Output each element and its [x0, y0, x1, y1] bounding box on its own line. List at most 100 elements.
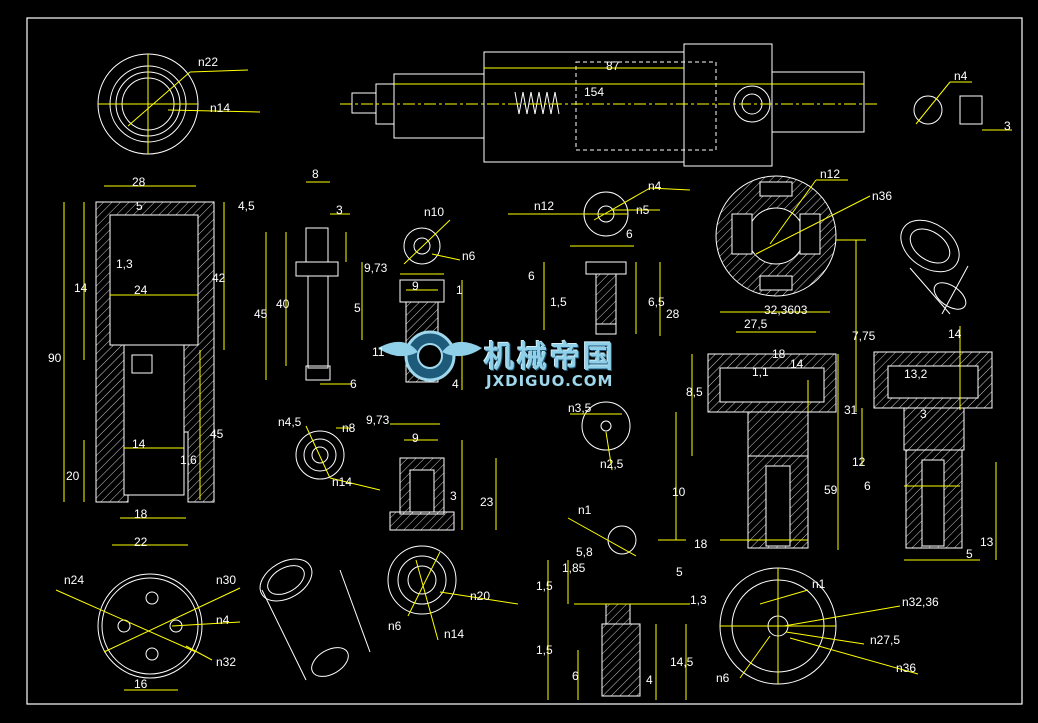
dim-6-right: 6: [864, 479, 871, 493]
dim-14b-sleeve: 14: [132, 437, 146, 451]
dim-6b-mid: 6: [572, 669, 579, 683]
dim-20-sleeve: 20: [66, 469, 80, 483]
assembly-top: [340, 43, 880, 167]
dim-9-upper: 9: [412, 279, 419, 293]
dim-1_85: 1,85: [562, 561, 586, 575]
sleeve-section: [63, 185, 225, 546]
drawing-border: [26, 17, 1023, 705]
dim-6-mid: 6: [528, 269, 535, 283]
dim-90: 90: [48, 351, 62, 365]
iso-view-bottom-left: [259, 558, 371, 681]
dim-n4-mid: n4: [648, 179, 662, 193]
right-section-large: [675, 240, 857, 550]
dim-23: 23: [480, 495, 494, 509]
dim-13_2: 13,2: [904, 367, 928, 381]
watermark-logo-icon: [378, 330, 482, 382]
circle-n1-small: [567, 517, 686, 557]
dim-n6-lower: n6: [388, 619, 402, 633]
dim-n32_36: n32,36: [902, 595, 939, 609]
dim-9-lower: 9: [412, 431, 419, 445]
mid-small-pin: [547, 560, 690, 700]
dim-3-pin: 3: [336, 203, 343, 217]
dim-n20: n20: [470, 589, 491, 603]
circle-n8: [295, 425, 381, 491]
dim-n8: n8: [342, 421, 356, 435]
dim-28-mid: 28: [666, 307, 680, 321]
dim-3-lower: 3: [450, 489, 457, 503]
dim-n6-top: n6: [462, 249, 476, 263]
dim-n5: n5: [636, 203, 650, 217]
dim-14-sleeve: 14: [74, 281, 88, 295]
dim-6-pin: 6: [350, 377, 357, 391]
right-section-small: [861, 326, 997, 561]
dim-14-far-right: 14: [948, 327, 962, 341]
dim-3-top: 3: [1004, 119, 1011, 133]
dim-n4-bl: n4: [216, 613, 230, 627]
dim-5-sleeve: 5: [136, 199, 143, 213]
pin-part: [265, 181, 352, 385]
dim-n36b: n36: [896, 661, 917, 675]
dim-1_5c-mid: 1,5: [536, 643, 553, 657]
mid-spring-part: [543, 245, 661, 336]
dim-9_73-lower: 9,73: [366, 413, 390, 427]
dim-4-mid: 4: [646, 673, 653, 687]
dim-n24: n24: [64, 573, 85, 587]
dim-7_75: 7,75: [852, 329, 876, 343]
dim-32_3603: 32,3603: [764, 303, 808, 317]
dim-6-mid-top: 6: [626, 227, 633, 241]
dim-n27_5: n27,5: [870, 633, 901, 647]
dim-24: 24: [134, 283, 148, 297]
dim-14b-right: 14: [790, 357, 804, 371]
dim-14_5: 14,5: [670, 655, 694, 669]
dim-5-mid: 5: [676, 565, 683, 579]
circle-n12-mid: [508, 187, 691, 237]
circle-n3_5: [570, 401, 631, 471]
dim-n14-lower: n14: [444, 627, 465, 641]
circle-n32-bottom-right: [719, 567, 919, 685]
dim-n30: n30: [216, 573, 237, 587]
dim-18-sleeve: 18: [134, 507, 148, 521]
circle-n10: [403, 219, 461, 265]
watermark-en: JXDIGUO.COM: [486, 372, 614, 390]
dim-4_5: 4,5: [238, 199, 255, 213]
dim-9_73-upper: 9,73: [364, 261, 388, 275]
dim-8-pin: 8: [312, 167, 319, 181]
dim-n4-top: n4: [954, 69, 968, 83]
dim-22: 22: [134, 535, 148, 549]
dim-18b-right: 18: [694, 537, 708, 551]
dim-n36-right: n36: [872, 189, 893, 203]
dim-8_5: 8,5: [686, 385, 703, 399]
dim-28: 28: [132, 175, 146, 189]
dim-n3_5: n3,5: [568, 401, 592, 415]
dim-42: 42: [212, 271, 226, 285]
watermark-cn: 机械帝国: [484, 340, 616, 375]
dim-5-right: 5: [966, 547, 973, 561]
iso-view-right: [900, 219, 969, 315]
dim-40-pin: 40: [276, 297, 290, 311]
dim-n2_5: n2,5: [600, 457, 624, 471]
dim-1-upper: 1: [456, 283, 463, 297]
dim-5_8: 5,8: [576, 545, 593, 559]
dim-27_5-right: 27,5: [744, 317, 768, 331]
dim-1_6: 1,6: [180, 453, 197, 467]
circle-view-top-left: [97, 53, 261, 155]
dim-n22: n22: [198, 55, 219, 69]
dim-12-right: 12: [852, 455, 866, 469]
stepped-part-lower: [389, 423, 497, 531]
dim-11-upper: 11: [372, 345, 385, 359]
dim-59: 59: [824, 483, 838, 497]
dim-n4_5: n4,5: [278, 415, 302, 429]
dim-1_3-sleeve: 1,3: [116, 257, 133, 271]
dim-n14-tl: n14: [210, 101, 231, 115]
dim-n12-mid: n12: [534, 199, 555, 213]
dim-45-pin: 45: [254, 307, 268, 321]
circle-n20: [387, 545, 519, 641]
circle-n36-right: [715, 175, 871, 333]
dim-1_3-mid: 1,3: [690, 593, 707, 607]
dim-16: 16: [134, 677, 148, 691]
dim-31: 31: [844, 403, 858, 417]
dim-1_1: 1,1: [752, 365, 769, 379]
dim-10-right: 10: [672, 485, 686, 499]
dim-87: 87: [606, 59, 620, 73]
